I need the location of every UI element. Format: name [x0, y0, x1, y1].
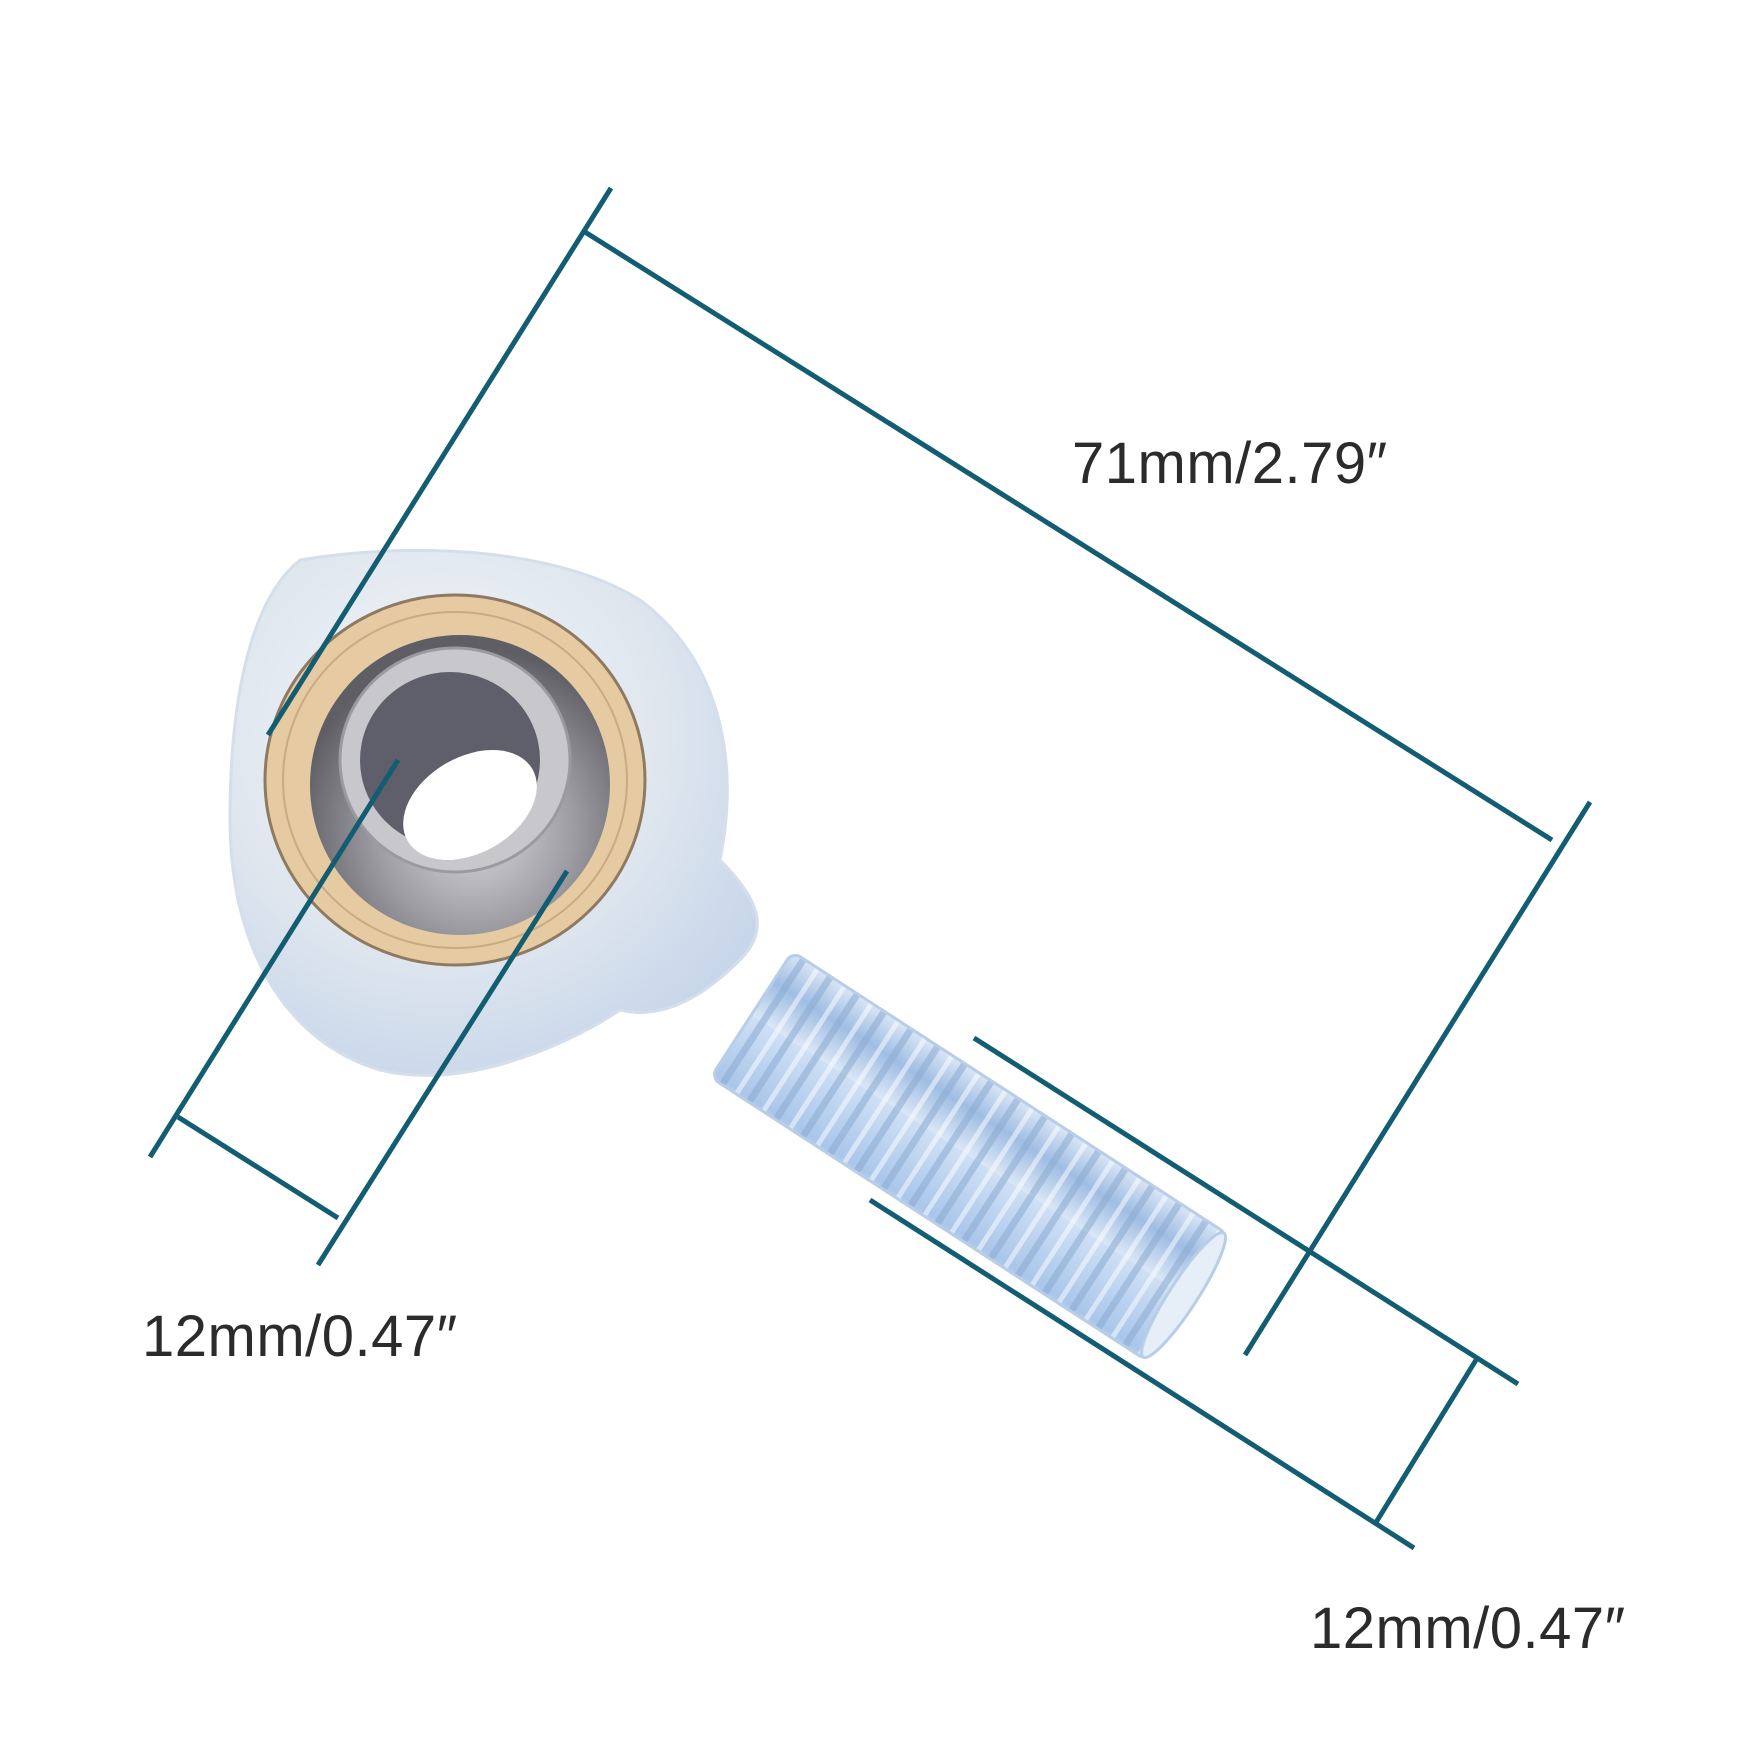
dimension-line-bore — [176, 1114, 340, 1221]
dimension-lines — [147, 186, 1593, 1551]
thread-diameter-label: 12mm/0.47″ — [1310, 1596, 1626, 1661]
extension-line-thread-top — [972, 1035, 1520, 1387]
dimension-line-overall-length — [583, 229, 1554, 843]
extension-line-eye-top — [265, 186, 614, 737]
dimension-line-thread — [1372, 1358, 1479, 1526]
overall-length-label: 71mm/2.79″ — [1072, 431, 1388, 496]
bore-diameter-label: 12mm/0.47″ — [142, 1304, 458, 1369]
extension-line-bore-left — [147, 758, 401, 1159]
extension-line-thread-bottom — [868, 1197, 1416, 1551]
extension-line-shank-end — [1242, 800, 1593, 1357]
extension-line-bore-right — [315, 869, 570, 1267]
threaded-shank — [713, 953, 1228, 1360]
